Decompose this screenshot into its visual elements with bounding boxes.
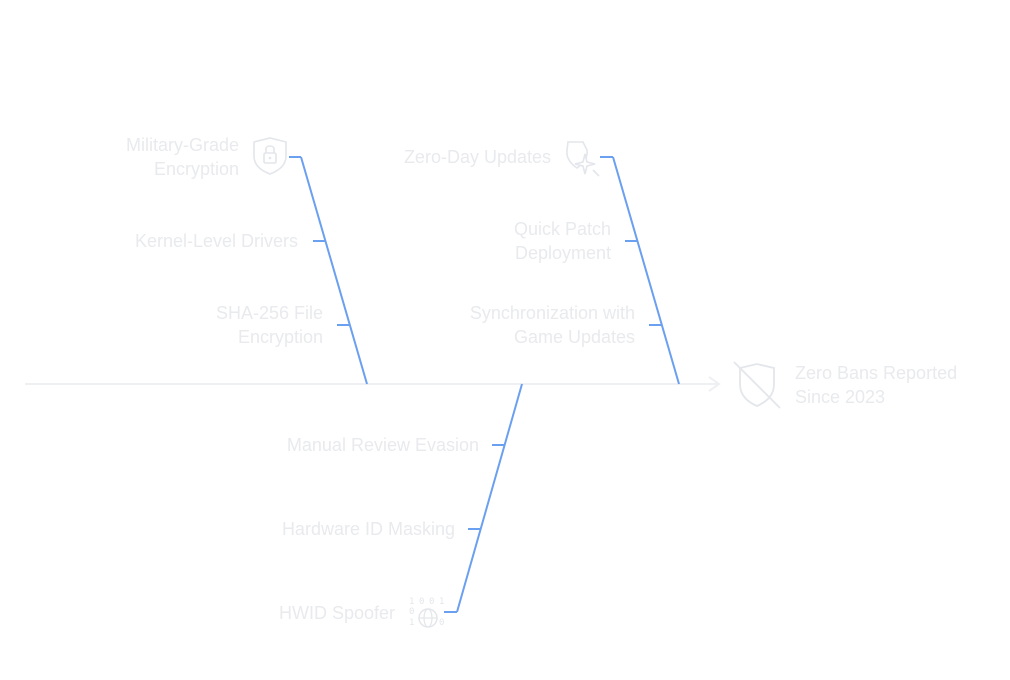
cause-spoofer-sub2-label: Hardware ID Masking	[282, 517, 455, 541]
sub1-line-2: Deployment	[514, 243, 611, 263]
binary-digit: 0	[429, 597, 434, 607]
cause-updates-sub2-label: Synchronization with Game Updates	[470, 301, 635, 349]
sub2-line-2: Game Updates	[513, 327, 635, 347]
shield-lock-icon	[253, 137, 287, 175]
effect-line-2: Since 2023	[795, 387, 886, 407]
bone-updates-main	[612, 156, 680, 385]
sub2-line-1: Synchronization with	[469, 303, 635, 323]
sub1-text: Kernel-Level Drivers	[134, 231, 298, 251]
binary-digit: 0	[409, 607, 414, 617]
cause-encryption-sub1-label: Kernel-Level Drivers	[135, 229, 298, 253]
spine-arrowhead	[708, 376, 721, 392]
cause-spoofer-label: HWID Spoofer	[279, 601, 395, 625]
effect-line-1: Zero Bans Reported	[795, 363, 958, 383]
cause-updates-label: Zero-Day Updates	[404, 145, 551, 169]
bone-encryption	[289, 156, 368, 385]
bone-spoofer-main	[456, 383, 523, 613]
cause-encryption-sub2-label: SHA-256 File Encryption	[216, 301, 323, 349]
sub1-line-1: Quick Patch	[513, 219, 611, 239]
effect-label: Zero Bans Reported Since 2023	[795, 361, 957, 409]
sub2-line-2: Encryption	[237, 327, 323, 347]
binary-globe-icon: 1 0 0 1 0 1 0	[409, 597, 444, 628]
binary-digit: 1	[409, 597, 414, 607]
bone-spoofer	[444, 383, 523, 613]
binary-digit: 1	[439, 597, 444, 607]
cause-encryption-line-1: Military-Grade	[125, 135, 239, 155]
shield-off-icon	[733, 361, 781, 409]
bone-encryption-main	[300, 156, 368, 385]
binary-digit: 1	[409, 618, 414, 628]
cause-spoofer-sub1-label: Manual Review Evasion	[287, 433, 479, 457]
cause-spoofer-text: HWID Spoofer	[278, 603, 395, 623]
sub2-line-1: SHA-256 File	[215, 303, 323, 323]
cause-updates-text: Zero-Day Updates	[403, 147, 551, 167]
bone-updates	[600, 156, 680, 385]
sub2-text: Hardware ID Masking	[281, 519, 455, 539]
binary-digit: 0	[439, 618, 444, 628]
cause-encryption-line-2: Encryption	[153, 159, 239, 179]
cause-updates-sub1-label: Quick Patch Deployment	[514, 217, 611, 265]
cause-encryption-label: Military-Grade Encryption	[126, 133, 239, 181]
sub1-text: Manual Review Evasion	[286, 435, 479, 455]
bug-sparkle-icon	[566, 141, 600, 177]
binary-digit: 0	[419, 597, 424, 607]
